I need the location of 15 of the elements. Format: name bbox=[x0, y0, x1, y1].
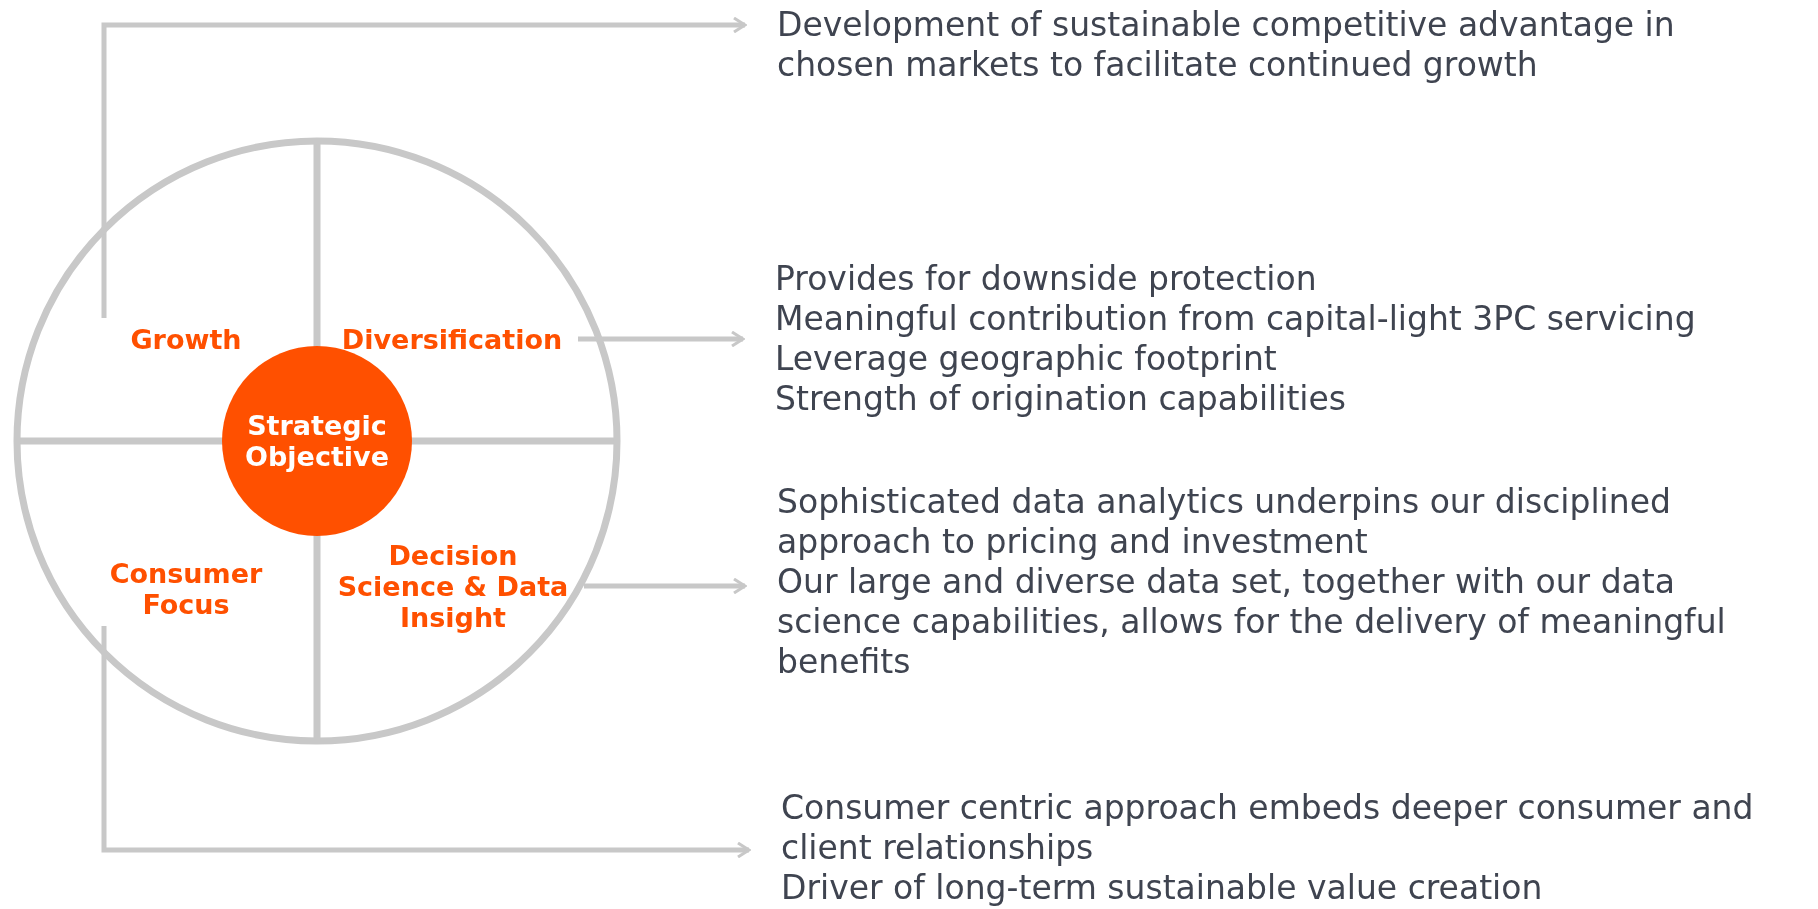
description-text: Meaningful contribution from capital-light 3PC servicing bbox=[775, 299, 1697, 339]
quadrant-label: Decision Science & Data Insight bbox=[326, 538, 580, 634]
description-text: Consumer centric approach embeds deeper consumer and client relationships bbox=[781, 788, 1755, 868]
description-text: Development of sustainable competitive advantage in chosen markets to facilitate continued growth bbox=[777, 5, 1676, 85]
arrow bbox=[584, 577, 747, 595]
description-text: Strength of origination capabilities bbox=[775, 379, 1347, 419]
description-text: Driver of long-term sustainable value creation bbox=[781, 868, 1544, 908]
arrow bbox=[101, 626, 751, 859]
description-text: Our large and diverse data set, together with our data science capabilities, allows for the delivery of meaningful benefits bbox=[777, 562, 1727, 682]
arrow bbox=[101, 16, 747, 318]
arrow bbox=[578, 330, 745, 348]
quadrant-label: Consumer Focus bbox=[96, 552, 276, 626]
description-text: Sophisticated data analytics underpins our disciplined approach to pricing and investment bbox=[777, 482, 1672, 562]
description-text: Provides for downside protection bbox=[775, 259, 1318, 299]
description-text: Leverage geographic footprint bbox=[775, 339, 1278, 379]
